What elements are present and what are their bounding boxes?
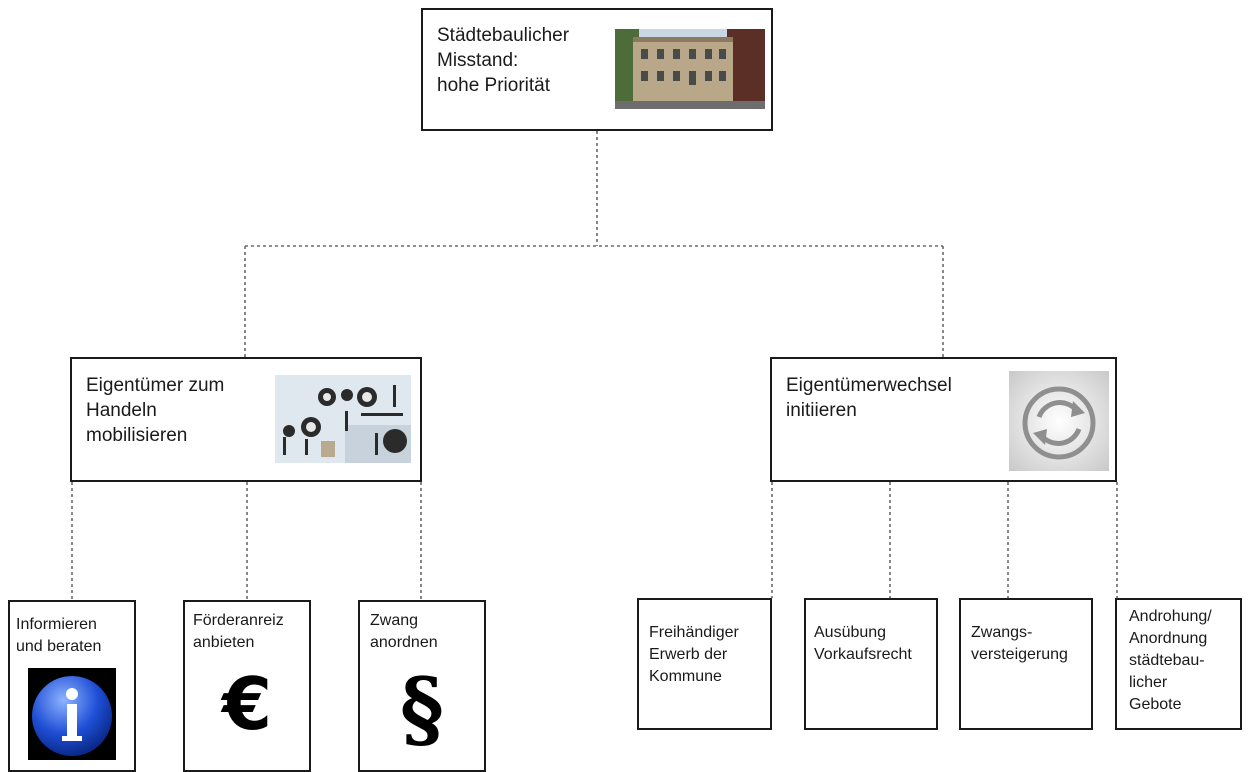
building-photo <box>615 29 765 109</box>
euro-icon: € <box>221 662 273 746</box>
leaf-label-subsidy: Förderanreiz anbieten <box>193 612 284 651</box>
branch-node-owner-change: Eigentümerwechsel initiieren <box>770 357 1117 482</box>
info-icon <box>28 668 116 760</box>
leaf-label-free-acquisition: Freihändiger Erwerb der Kommune <box>649 624 739 685</box>
leaf-inform: Informieren und beraten <box>8 600 136 772</box>
leaf-forced-auction: Zwangs- versteigerung <box>959 598 1093 730</box>
leaf-coercion: Zwang anordnen § <box>358 600 486 772</box>
branch-label-mobilize: Eigentümer zum Handeln mobilisieren <box>86 375 225 446</box>
leaf-preemption: Ausübung Vorkaufsrecht <box>804 598 938 730</box>
gears-teamwork-photo <box>275 375 411 463</box>
leaf-label-forced-auction: Zwangs- versteigerung <box>971 624 1068 663</box>
refresh-icon <box>1009 371 1109 471</box>
leaf-label-inform: Informieren und beraten <box>16 616 102 655</box>
leaf-label-coercion: Zwang anordnen <box>370 612 438 651</box>
root-label: Städtebaulicher Misstand: hohe Priorität <box>437 25 570 96</box>
leaf-label-preemption: Ausübung Vorkaufsrecht <box>814 624 912 663</box>
leaf-subsidy: Förderanreiz anbieten € <box>183 600 311 772</box>
branch-label-owner-change: Eigentümerwechsel initiieren <box>786 375 952 421</box>
leaf-free-acquisition: Freihändiger Erwerb der Kommune <box>637 598 772 730</box>
root-node: Städtebaulicher Misstand: hohe Priorität <box>421 8 773 131</box>
branch-node-mobilize: Eigentümer zum Handeln mobilisieren <box>70 357 422 482</box>
leaf-building-orders: Androhung/ Anordnung städtebau- licher G… <box>1115 598 1242 730</box>
paragraph-icon: § <box>400 659 444 758</box>
leaf-label-building-orders: Androhung/ Anordnung städtebau- licher G… <box>1129 608 1212 713</box>
